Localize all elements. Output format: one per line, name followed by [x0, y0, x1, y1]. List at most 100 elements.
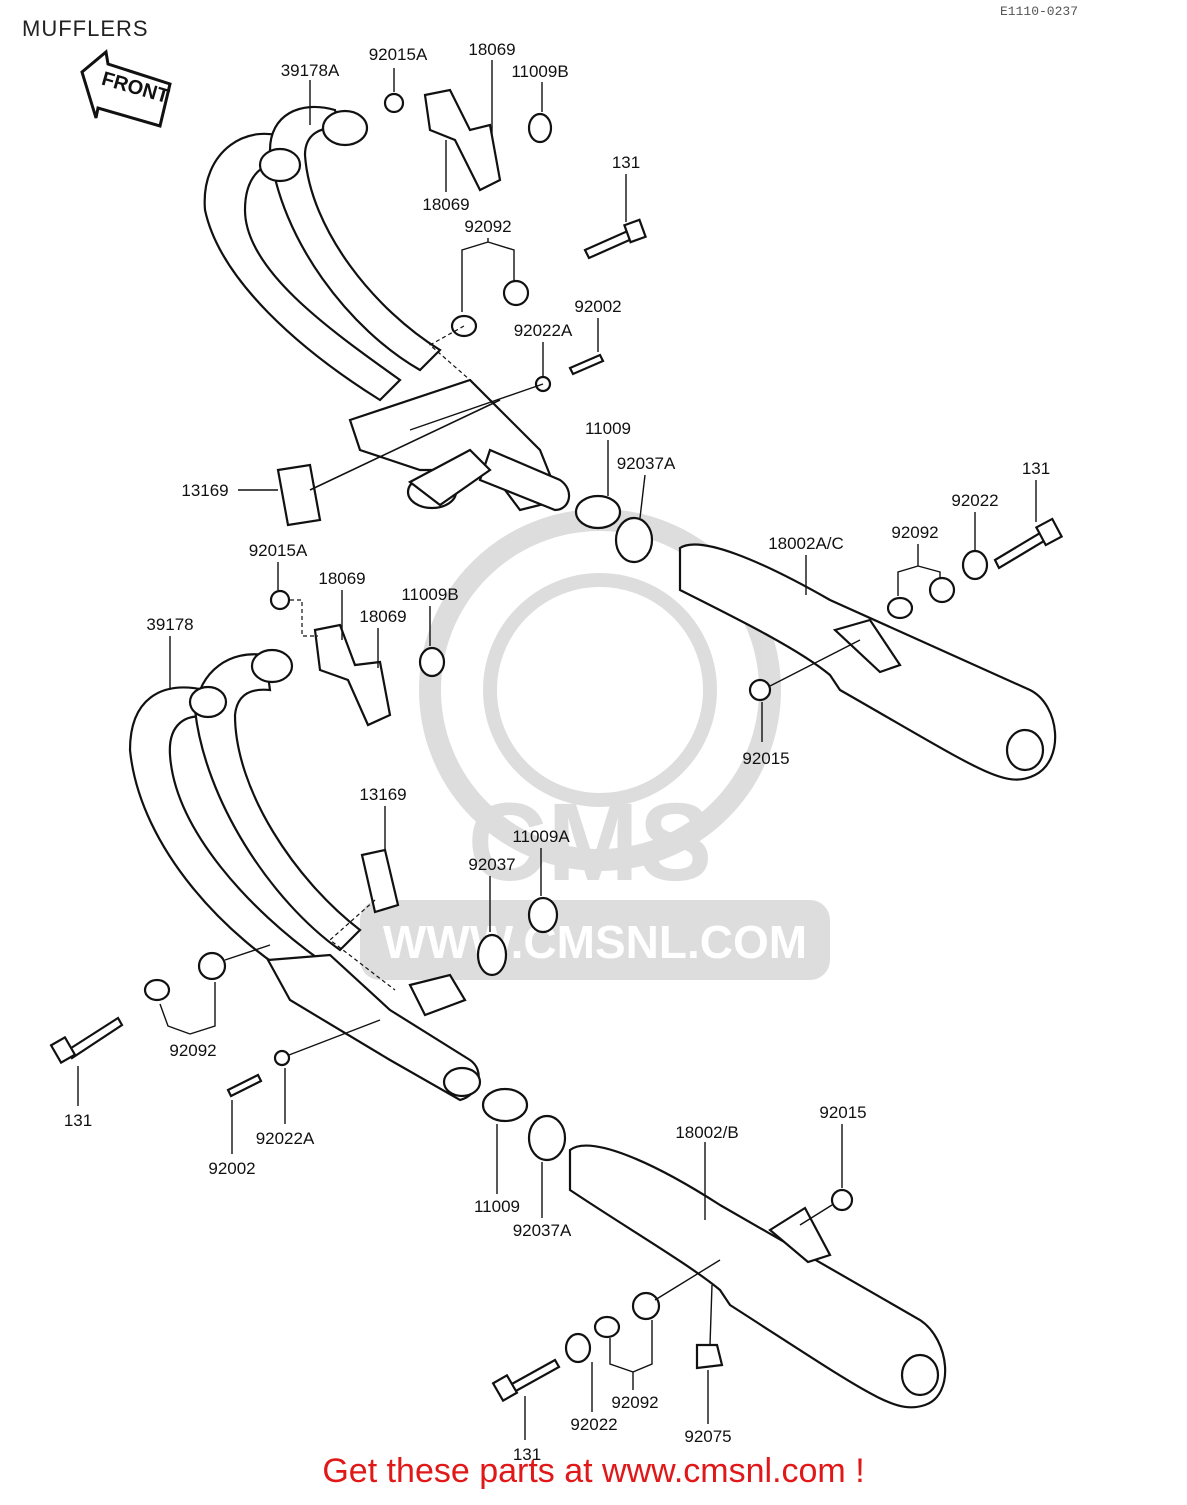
callout-c2: 92015A — [369, 45, 428, 64]
dash-guide-lower-1 — [329, 899, 396, 991]
leader-c26 — [159, 982, 216, 1035]
gasket-11009A — [527, 896, 559, 934]
diagram-code: E1110-0237 — [1000, 4, 1079, 19]
leader-c16 — [897, 544, 941, 596]
callout-c25: 92037 — [468, 855, 515, 874]
muffler-18002AC-mount — [832, 618, 902, 674]
callout-c26: 92092 — [169, 1041, 216, 1060]
bracket-13169-upper — [276, 463, 322, 527]
callout-c16: 92092 — [891, 523, 938, 542]
callout-c5: 18069 — [422, 195, 469, 214]
pipe-outlet-ring — [321, 109, 369, 147]
watermark-url: WWW.CMSNL.COM — [383, 916, 807, 968]
collector-stub-pipe — [407, 448, 492, 507]
dash-guide-lower-2 — [290, 599, 318, 637]
nut-92015-lower — [830, 1188, 854, 1212]
washer-92022-right — [961, 549, 989, 581]
callout-c8: 92002 — [574, 297, 621, 316]
exhaust-pipe-39178A — [203, 132, 402, 402]
leader-c36 — [609, 1320, 653, 1390]
callout-c35: 92022 — [570, 1415, 617, 1434]
washer-92092-lower-left — [143, 978, 171, 1002]
leader-c11 — [639, 474, 646, 519]
leader-c7 — [461, 238, 515, 312]
callout-leaders — [77, 60, 1037, 1440]
ring-11009B-upper — [527, 112, 553, 144]
callout-c4: 11009B — [511, 62, 568, 81]
bolt-131-lower-left — [66, 1016, 124, 1060]
exhaust-pipe-39178A-second — [268, 105, 442, 372]
callout-c30: 11009 — [474, 1197, 520, 1216]
page-title: MUFFLERS — [22, 16, 149, 41]
nut-92092-lower-left — [197, 951, 227, 981]
bracket-13169-lower — [360, 848, 400, 914]
nut-92015A-lower — [269, 589, 291, 611]
callout-c28: 92022A — [256, 1129, 315, 1148]
callout-c20: 18069 — [359, 607, 406, 626]
washer-92022-bottom — [564, 1332, 592, 1364]
muffler-18002B-mount — [768, 1206, 832, 1264]
lower-exhaust-assembly — [49, 589, 947, 1409]
bolt-131-lower-left-head — [49, 1035, 77, 1065]
nut-92092-bottom — [631, 1291, 661, 1321]
callout-c7: 92092 — [464, 217, 511, 236]
bolt-92002-lower — [226, 1073, 263, 1098]
callout-c23: 13169 — [359, 785, 406, 804]
nut-92092-upper — [502, 279, 530, 307]
callout-c6: 131 — [612, 153, 640, 172]
bolt-131-right-head — [1034, 517, 1064, 547]
callout-c9: 92022A — [514, 321, 573, 340]
clamp-92037 — [476, 933, 508, 977]
callout-c22: 92015 — [742, 749, 789, 768]
callout-c24: 11009A — [512, 827, 570, 846]
callout-c15: 18002A/C — [768, 534, 844, 553]
lead-92092-bottom — [654, 1259, 721, 1301]
pipe-outlet-ring-2 — [258, 147, 302, 183]
clamp-92037A-upper — [614, 516, 654, 564]
lead-92015-right — [769, 639, 861, 687]
callout-c19: 11009B — [401, 585, 458, 604]
callout-c33: 92015 — [819, 1103, 866, 1122]
nut-92015A-upper — [383, 92, 405, 114]
nut-92092-right — [928, 576, 956, 604]
callout-c3: 18069 — [468, 40, 515, 59]
front-arrow-shape — [80, 49, 172, 128]
upper-exhaust-assembly — [203, 88, 1064, 781]
callout-c12: 13169 — [181, 481, 228, 500]
front-direction-arrow: FRONT — [80, 49, 172, 128]
callout-c17: 92015A — [249, 541, 308, 560]
callout-c11: 92037A — [617, 454, 676, 473]
dash-guide-upper-1 — [428, 325, 471, 381]
gasket-11009-upper — [574, 494, 622, 530]
muffler-18002AC-outlet — [1005, 728, 1045, 772]
watermark-mascot-face — [483, 573, 717, 807]
damper-92075 — [695, 1343, 724, 1370]
lead-92022A-lower — [288, 1019, 381, 1056]
washer-92092-bottom — [593, 1315, 621, 1339]
callout-c13: 131 — [1022, 459, 1050, 478]
lead-92075 — [709, 1284, 713, 1346]
callout-c32: 18002/B — [675, 1123, 738, 1142]
collector-lower-outlet — [442, 1066, 482, 1098]
callout-c1: 39178A — [281, 61, 340, 80]
callout-c29: 92002 — [208, 1159, 255, 1178]
bolt-131-upper-head — [622, 218, 648, 244]
bracket-18069-upper — [423, 88, 502, 192]
callout-c18: 18069 — [318, 569, 365, 588]
support-rod-upper — [309, 399, 501, 491]
bolt-92002-upper — [568, 353, 605, 376]
callout-c34: 131 — [513, 1445, 541, 1464]
lead-92022A-upper — [409, 383, 544, 431]
washer-92022A-lower — [273, 1049, 291, 1067]
muffler-18002B-outlet — [900, 1353, 940, 1397]
callout-c21: 39178 — [146, 615, 193, 634]
lead-92015-lower — [799, 1204, 833, 1226]
collector-lower-stub — [408, 973, 467, 1017]
callout-c37: 92075 — [684, 1427, 731, 1446]
bracket-18069-lower — [313, 623, 392, 727]
ring-11009B-lower — [418, 646, 446, 678]
footer-promo-link[interactable]: Get these parts at www.cmsnl.com ! — [322, 1452, 865, 1490]
nut-92015-right — [748, 678, 772, 702]
